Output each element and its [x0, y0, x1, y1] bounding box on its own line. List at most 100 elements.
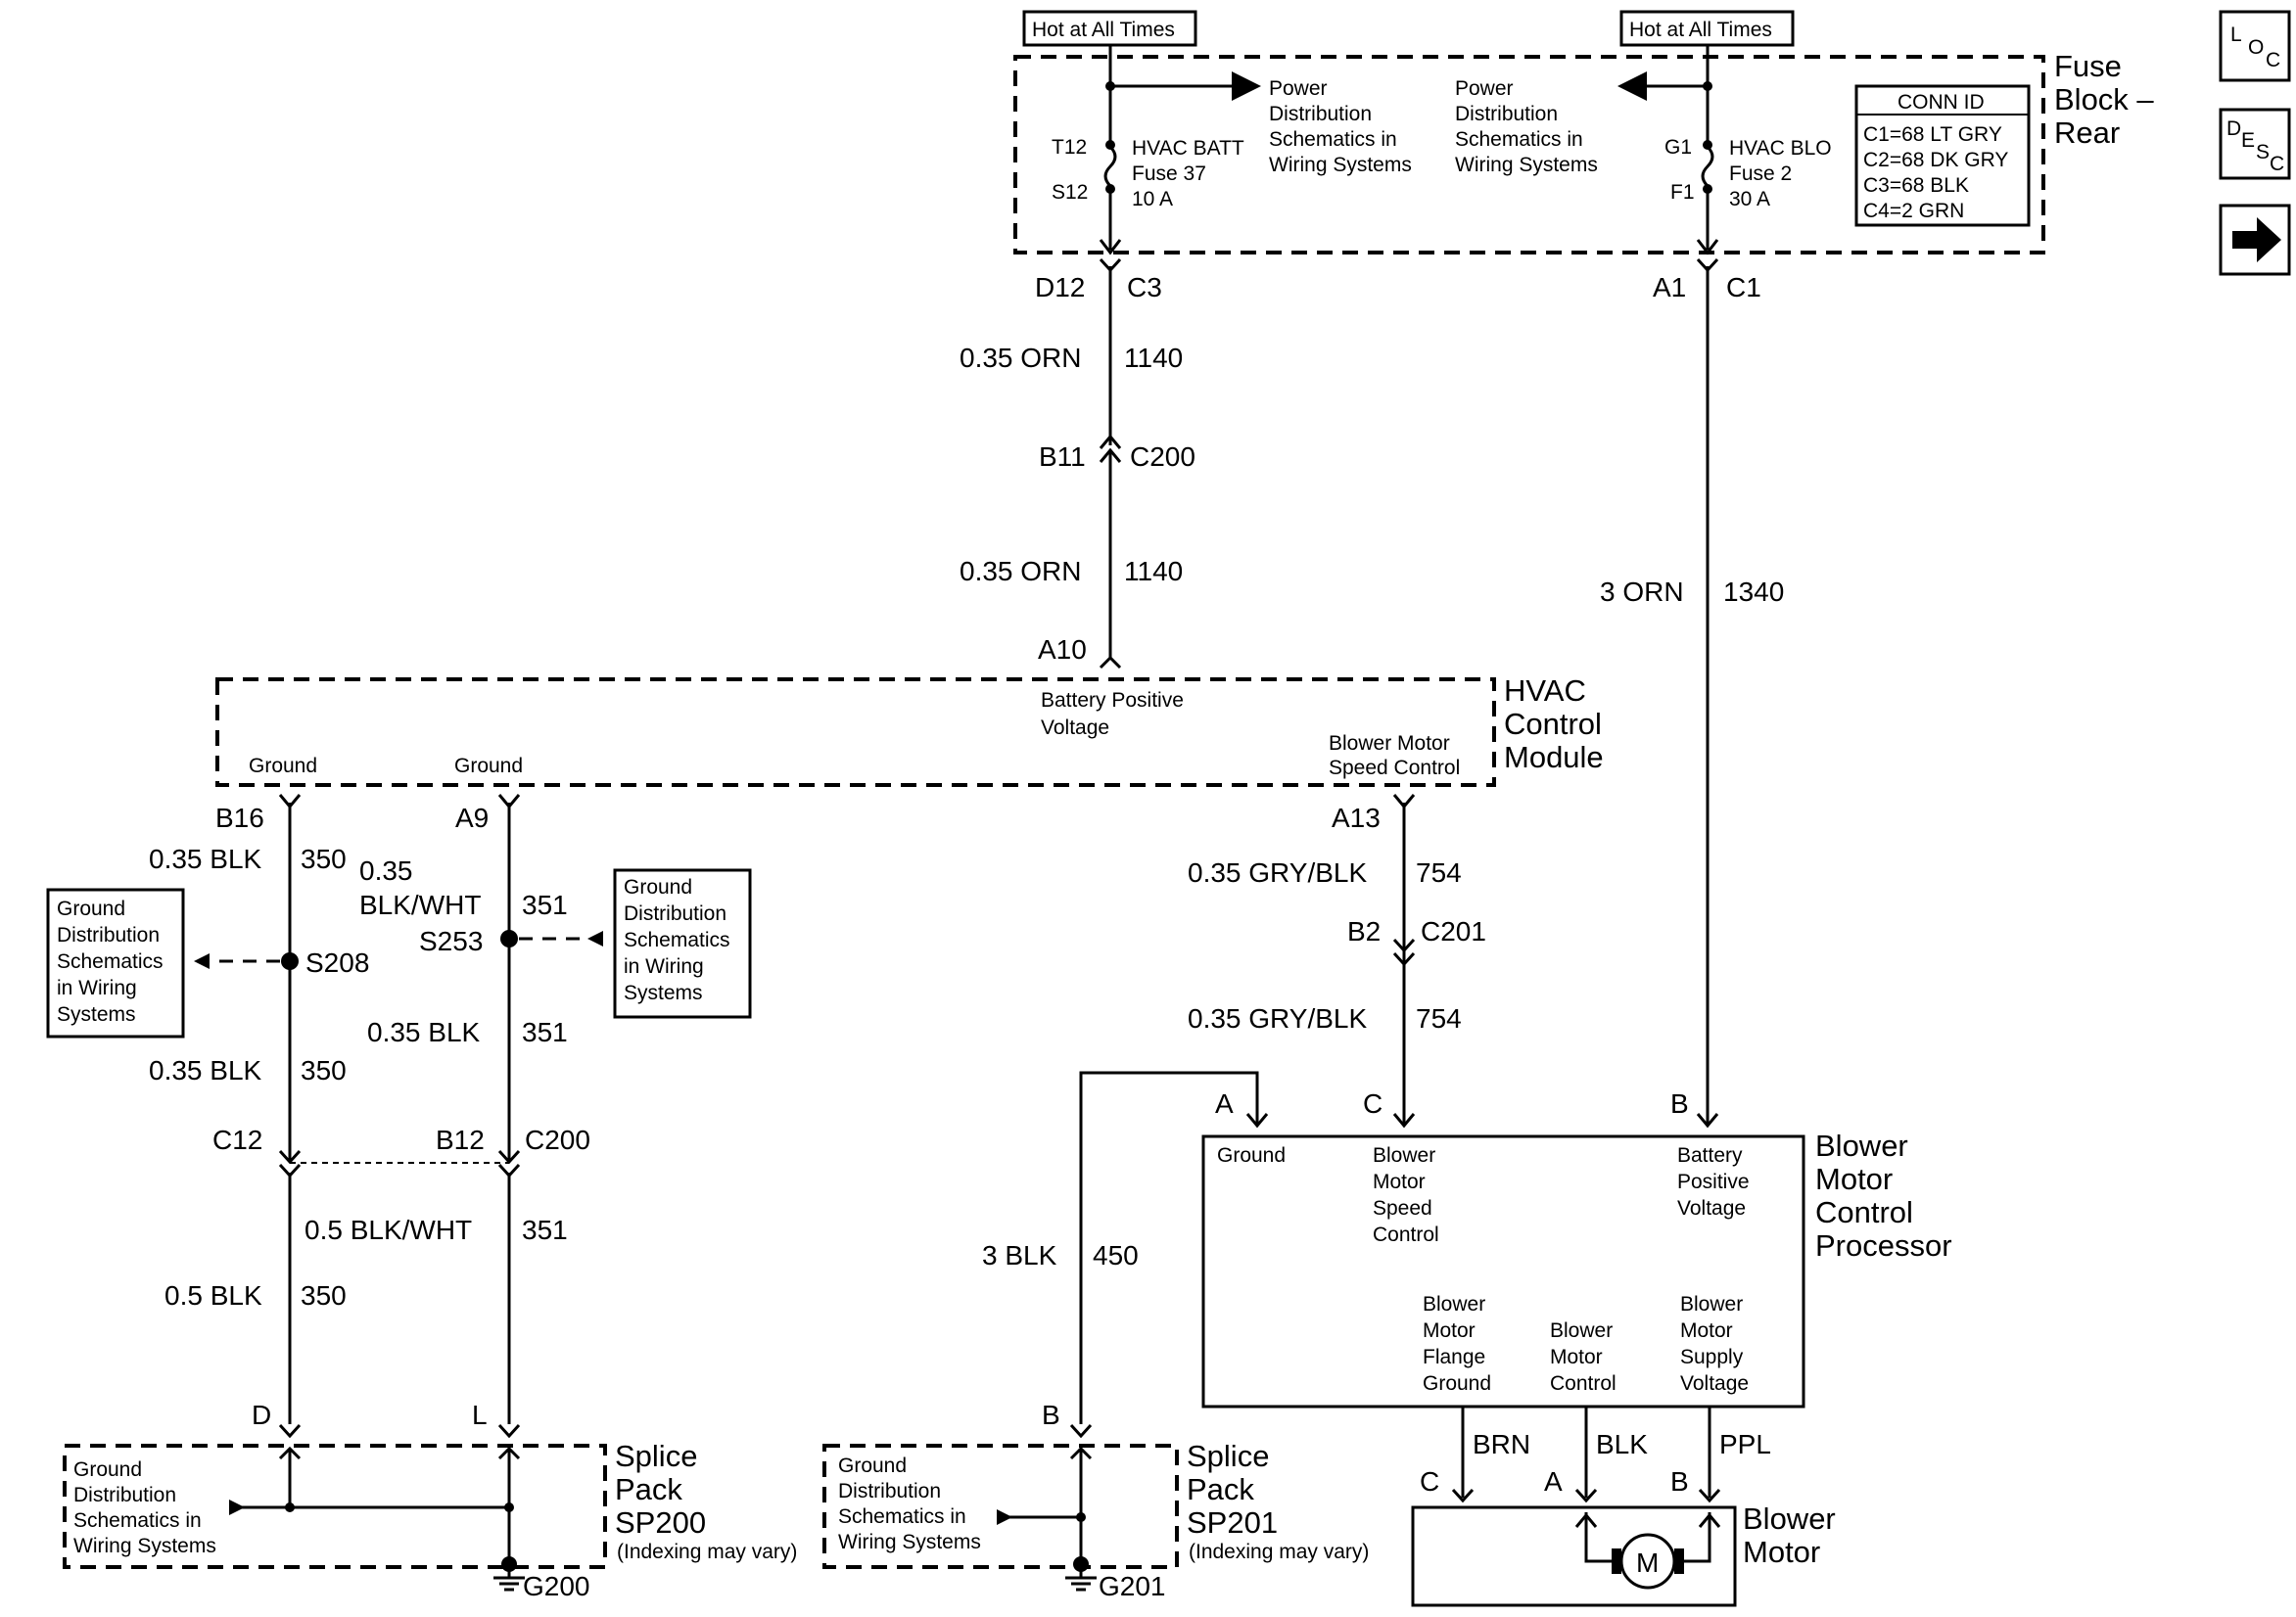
feed-left-circuit-upper: 1140 [1124, 343, 1183, 373]
gnd-left-ref-5: Systems [57, 1003, 136, 1026]
next-page-button[interactable] [2219, 204, 2291, 276]
gnd-mid-wire-1a: 0.35 [359, 855, 413, 886]
feed-left-circuit-lower: 1140 [1124, 556, 1183, 586]
bmcp-battery-2: Positive [1677, 1171, 1750, 1193]
desc-letter-e: E [2241, 129, 2255, 152]
motor-wire-brn: BRN [1473, 1429, 1530, 1459]
fuse-2-bottom-pin: F1 [1670, 181, 1695, 204]
feed-right-conn-top: C1 [1726, 272, 1761, 302]
loc-letter-c: C [2266, 49, 2280, 71]
hvac-module-boundary [215, 677, 1496, 787]
speed-circuit-2: 754 [1416, 1003, 1462, 1034]
loc-letter-l: L [2230, 23, 2242, 46]
gnd-left-sp-pin: D [252, 1400, 271, 1430]
hvac-blower-label-2: Speed Control [1329, 757, 1460, 779]
feed-left-wire-lower: 0.35 ORN [960, 556, 1082, 586]
gnd-wire-sp-pin: B [1042, 1400, 1060, 1430]
gnd-mid-pin: A9 [455, 803, 489, 833]
bmcp-pin-a: A [1215, 1088, 1234, 1119]
hot-at-all-times-left: Hot at All Times [1032, 19, 1175, 41]
bmcp-pin-b: B [1670, 1088, 1689, 1119]
loc-button[interactable]: L O C [2219, 10, 2291, 82]
power-dist-left-3: Schematics in [1269, 128, 1397, 151]
power-dist-right-3: Schematics in [1455, 128, 1583, 151]
gnd-left-ref-box[interactable] [46, 888, 185, 1039]
fuse-37-bottom-pin: S12 [1052, 181, 1088, 204]
feed-left-conn-mid: C200 [1130, 441, 1195, 472]
hvac-blower-label-1: Blower Motor [1329, 732, 1450, 755]
gnd-mid-circuit-1: 351 [522, 890, 568, 920]
fuse-block-title-2: Block – [2054, 82, 2154, 116]
gnd-circuit-450: 450 [1093, 1240, 1139, 1270]
fuse-2-line-3: 30 A [1729, 188, 1770, 210]
gnd-left-circuit-1: 350 [301, 844, 347, 874]
motor-symbol [1619, 1533, 1676, 1590]
fuse-block-boundary [1013, 55, 2045, 254]
hot-at-all-times-left-box [1022, 10, 1197, 47]
bmcp-supply-2: Motor [1680, 1319, 1733, 1342]
blower-motor-title-2: Motor [1743, 1535, 1820, 1569]
conn-id-row-2: C2=68 DK GRY [1863, 149, 2008, 171]
gnd-mid-wire-1b: BLK/WHT [359, 890, 481, 920]
g200-label: G200 [523, 1571, 590, 1601]
blower-motor-title-1: Blower [1743, 1502, 1836, 1536]
sp200-ref-1: Ground [73, 1458, 142, 1481]
fuse-37-line-2: Fuse 37 [1132, 162, 1206, 185]
bmcp-title-3: Control [1815, 1195, 1913, 1229]
feed-right-pin-top: A1 [1653, 272, 1686, 302]
bmcp-ground: Ground [1217, 1144, 1286, 1167]
desc-letter-s: S [2256, 141, 2270, 163]
sp201-ref-4: Wiring Systems [838, 1531, 981, 1553]
bmcp-battery-1: Battery [1677, 1144, 1743, 1167]
motor-pin-c: C [1420, 1466, 1439, 1497]
power-dist-left-4: Wiring Systems [1269, 154, 1412, 176]
hvac-battery-label-1: Battery Positive [1041, 689, 1184, 712]
sp200-title-3: SP200 [615, 1505, 706, 1540]
sp201-boundary [822, 1444, 1179, 1569]
bmcp-flange-1: Blower [1423, 1293, 1485, 1316]
desc-letter-d: D [2226, 117, 2241, 140]
conn-id-row-1: C1=68 LT GRY [1863, 123, 2002, 146]
gnd-left-ref-3: Schematics [57, 950, 164, 973]
sp201-ref-3: Schematics in [838, 1505, 966, 1528]
bmcp-title-1: Blower [1815, 1129, 1908, 1163]
bmcp-control-2: Motor [1550, 1346, 1603, 1368]
sp201-note: (Indexing may vary) [1189, 1541, 1369, 1563]
g201-ground-icon [1065, 1576, 1097, 1592]
gnd-left-wire-3: 0.5 BLK [164, 1280, 262, 1311]
hvac-title-3: Module [1504, 740, 1604, 774]
feed-left-pin-top: D12 [1035, 272, 1085, 302]
power-dist-right-4: Wiring Systems [1455, 154, 1598, 176]
sp200-ref-4: Wiring Systems [73, 1535, 216, 1557]
speed-circuit-1: 754 [1416, 857, 1462, 888]
sp200-boundary [63, 1444, 607, 1569]
gnd-mid-ref-4: in Wiring [624, 955, 704, 978]
bmcp-supply-1: Blower [1680, 1293, 1743, 1316]
fuse-37-symbol [1103, 145, 1117, 188]
gnd-left-ref-1: Ground [57, 898, 125, 920]
desc-letter-c: C [2270, 153, 2284, 175]
gnd-mid-wire-2: 0.35 BLK [367, 1017, 481, 1047]
conn-id-row-4: C4=2 GRN [1863, 200, 1964, 222]
speed-conn-pin: B2 [1347, 916, 1381, 947]
feed-left-conn-top: C3 [1127, 272, 1162, 302]
gnd-mid-ref-5: Systems [624, 982, 703, 1004]
gnd-mid-ref-3: Schematics [624, 929, 730, 951]
bmcp-flange-2: Motor [1423, 1319, 1476, 1342]
fuse-37-line-1: HVAC BATT [1132, 137, 1244, 160]
gnd-left-wire-1: 0.35 BLK [149, 844, 262, 874]
sp200-ref-3: Schematics in [73, 1509, 202, 1532]
fuse-2-symbol [1701, 145, 1714, 188]
hvac-battery-label-2: Voltage [1041, 716, 1109, 739]
power-dist-right-1: Power [1455, 77, 1514, 100]
gnd-mid-ref-box[interactable] [613, 868, 752, 1019]
speed-wire-1: 0.35 GRY/BLK [1188, 857, 1367, 888]
fuse-block-title-1: Fuse [2054, 49, 2122, 83]
bmcp-box [1201, 1134, 1805, 1409]
power-dist-right-2: Distribution [1455, 103, 1558, 125]
motor-pin-a: A [1544, 1466, 1563, 1497]
s208-splice-dot [281, 952, 299, 970]
desc-button[interactable]: D E S C [2219, 108, 2291, 180]
gnd-left-circuit-3: 350 [301, 1280, 347, 1311]
gnd-left-pin: B16 [215, 803, 264, 833]
